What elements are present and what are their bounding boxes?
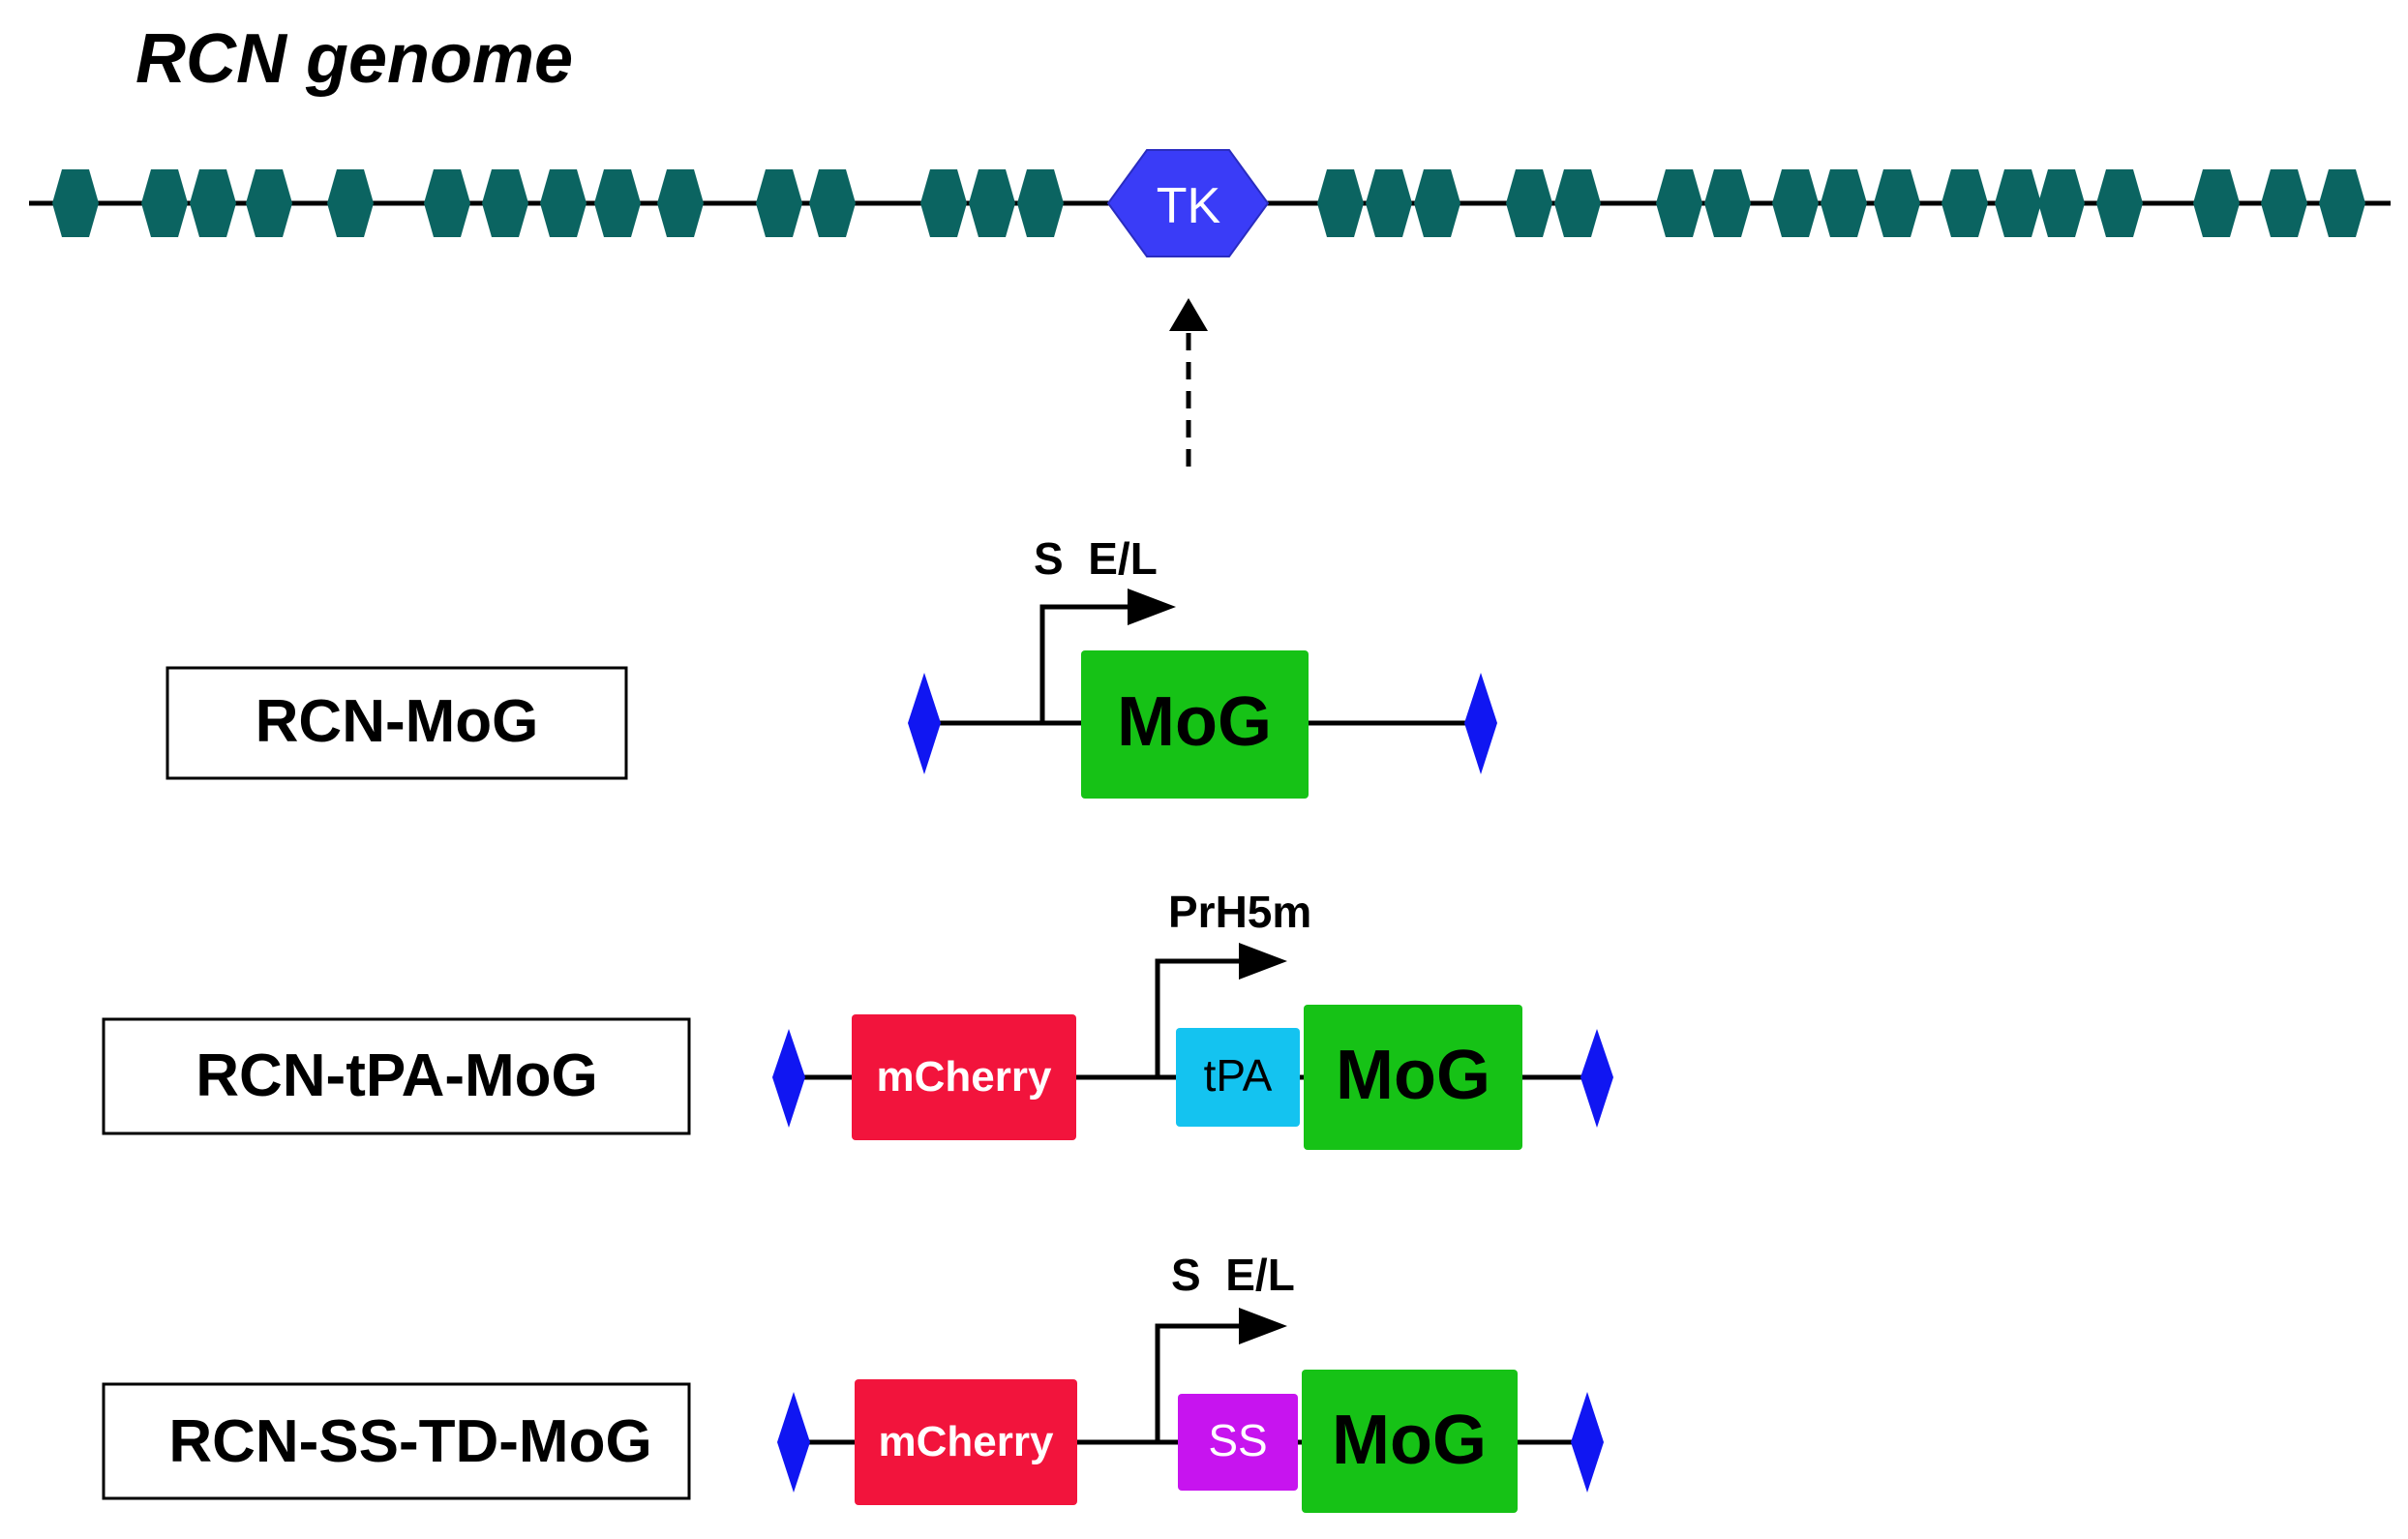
genome-gene-hexagon: [2261, 169, 2307, 237]
genome-gene-hexagon: [246, 169, 292, 237]
tk-label: TK: [1157, 178, 1221, 234]
genome-gene-hexagon: [594, 169, 641, 237]
genome-gene-hexagon: [424, 169, 470, 237]
genome-gene-hexagon: [52, 169, 99, 237]
mcherry-box: [855, 1379, 1077, 1505]
genome-gene-hexagon: [1874, 169, 1920, 237]
genome-gene-hexagon: [1366, 169, 1412, 237]
construct-name: RCN-MoG: [256, 688, 539, 755]
genome-gene-hexagon: [1317, 169, 1364, 237]
construct-name-box: [166, 666, 628, 780]
genome-gene-hexagon: [1941, 169, 1988, 237]
right-flank-diamond: [1464, 673, 1497, 774]
mog-label: MoG: [1117, 683, 1272, 761]
tk-hexagon: [1106, 149, 1270, 257]
genome-gene-hexagon: [1017, 169, 1064, 237]
mcherry-label: mCherry: [877, 1053, 1052, 1101]
left-flank-diamond: [772, 1029, 805, 1128]
genome-gene-hexagon: [2038, 169, 2085, 237]
construct-name-box: [102, 1382, 691, 1500]
mog-box: [1081, 650, 1309, 799]
genome-gene-hexagon: [2319, 169, 2365, 237]
promoter-label: S E/L: [1171, 1250, 1295, 1300]
mog-box: [1304, 1005, 1522, 1150]
genome-gene-hexagon: [1821, 169, 1867, 237]
promoter-arrow: [1155, 958, 1241, 1077]
promoter-arrowhead: [1239, 1308, 1287, 1344]
genome-gene-hexagon: [756, 169, 802, 237]
right-flank-diamond: [1571, 1392, 1604, 1493]
genome-gene-hexagon: [809, 169, 856, 237]
left-flank-diamond: [777, 1392, 810, 1493]
genome-gene-hexagon: [2193, 169, 2240, 237]
tpa-label: tPA: [1204, 1050, 1273, 1101]
ss-box: [1178, 1394, 1298, 1491]
genome-gene-hexagon: [190, 169, 236, 237]
genome-gene-hexagon: [1656, 169, 1702, 237]
right-flank-diamond: [1580, 1029, 1613, 1128]
genome-gene-hexagon: [141, 169, 188, 237]
genome-gene-hexagon: [327, 169, 374, 237]
genome-gene-hexagon: [1772, 169, 1819, 237]
left-flank-diamond: [908, 673, 941, 774]
mcherry-box: [852, 1014, 1076, 1140]
tpa-box: [1176, 1028, 1300, 1127]
promoter-arrowhead: [1239, 943, 1287, 980]
diagram-title: RCN genome: [135, 20, 573, 98]
construct-rcn-mog: RCN-MoG S E/L MoG: [166, 533, 1497, 799]
mog-label: MoG: [1332, 1402, 1487, 1479]
genome-gene-hexagon: [1506, 169, 1552, 237]
genome-gene-hexagon: [1995, 169, 2041, 237]
genome-gene-hexagon: [482, 169, 528, 237]
genome-gene-hexagon: [920, 169, 967, 237]
promoter-arrowhead: [1128, 588, 1176, 625]
mcherry-label: mCherry: [879, 1418, 1054, 1465]
promoter-label: PrH5m: [1168, 887, 1311, 937]
genome-gene-hexagon: [1554, 169, 1601, 237]
tk-locus: TK: [1106, 149, 1270, 257]
genome-gene-hexagon: [657, 169, 704, 237]
construct-name-box: [102, 1017, 691, 1135]
genome-gene-hexagon: [2096, 169, 2143, 237]
construct-rcn-ss-td-mog: RCN-SS-TD-MoG mCherry S E/L SS MoG: [102, 1250, 1604, 1513]
construct-name: RCN-tPA-MoG: [196, 1042, 598, 1109]
promoter-label: S E/L: [1034, 533, 1158, 584]
ss-label: SS: [1208, 1415, 1267, 1465]
construct-name: RCN-SS-TD-MoG: [168, 1408, 651, 1475]
genome-gene-hexagon: [969, 169, 1015, 237]
genome-gene-hexagon: [540, 169, 587, 237]
promoter-arrow: [1155, 1323, 1241, 1442]
genome-gene-hexagon: [1414, 169, 1460, 237]
mog-label: MoG: [1336, 1037, 1490, 1114]
genome-gene-hexagon: [1704, 169, 1751, 237]
mog-box: [1302, 1370, 1518, 1513]
genome-gene-markers: [52, 169, 2365, 237]
construct-rcn-tpa-mog: RCN-tPA-MoG mCherry PrH5m tPA MoG: [102, 887, 1613, 1150]
insertion-arrowhead: [1169, 298, 1208, 331]
promoter-arrow: [1039, 604, 1130, 723]
